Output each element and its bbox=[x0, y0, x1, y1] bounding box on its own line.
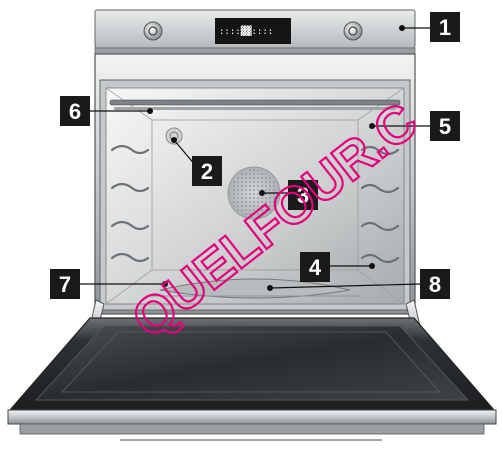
oven-door[interactable] bbox=[8, 318, 496, 440]
right-knob[interactable] bbox=[344, 22, 362, 40]
display-text: ::::▓▓:::: bbox=[219, 25, 273, 37]
display-screen: ::::▓▓:::: bbox=[215, 18, 291, 44]
left-knob[interactable] bbox=[144, 22, 162, 40]
callout-5-label: 5 bbox=[439, 114, 451, 139]
callout-4-label: 4 bbox=[309, 255, 322, 280]
top-heating-element bbox=[110, 100, 400, 110]
callout-8-label: 8 bbox=[429, 272, 441, 297]
callout-1-label: 1 bbox=[439, 15, 451, 40]
callout-6-label: 6 bbox=[69, 99, 81, 124]
callout-7-label: 7 bbox=[59, 272, 71, 297]
callout-2-label: 2 bbox=[201, 159, 213, 184]
